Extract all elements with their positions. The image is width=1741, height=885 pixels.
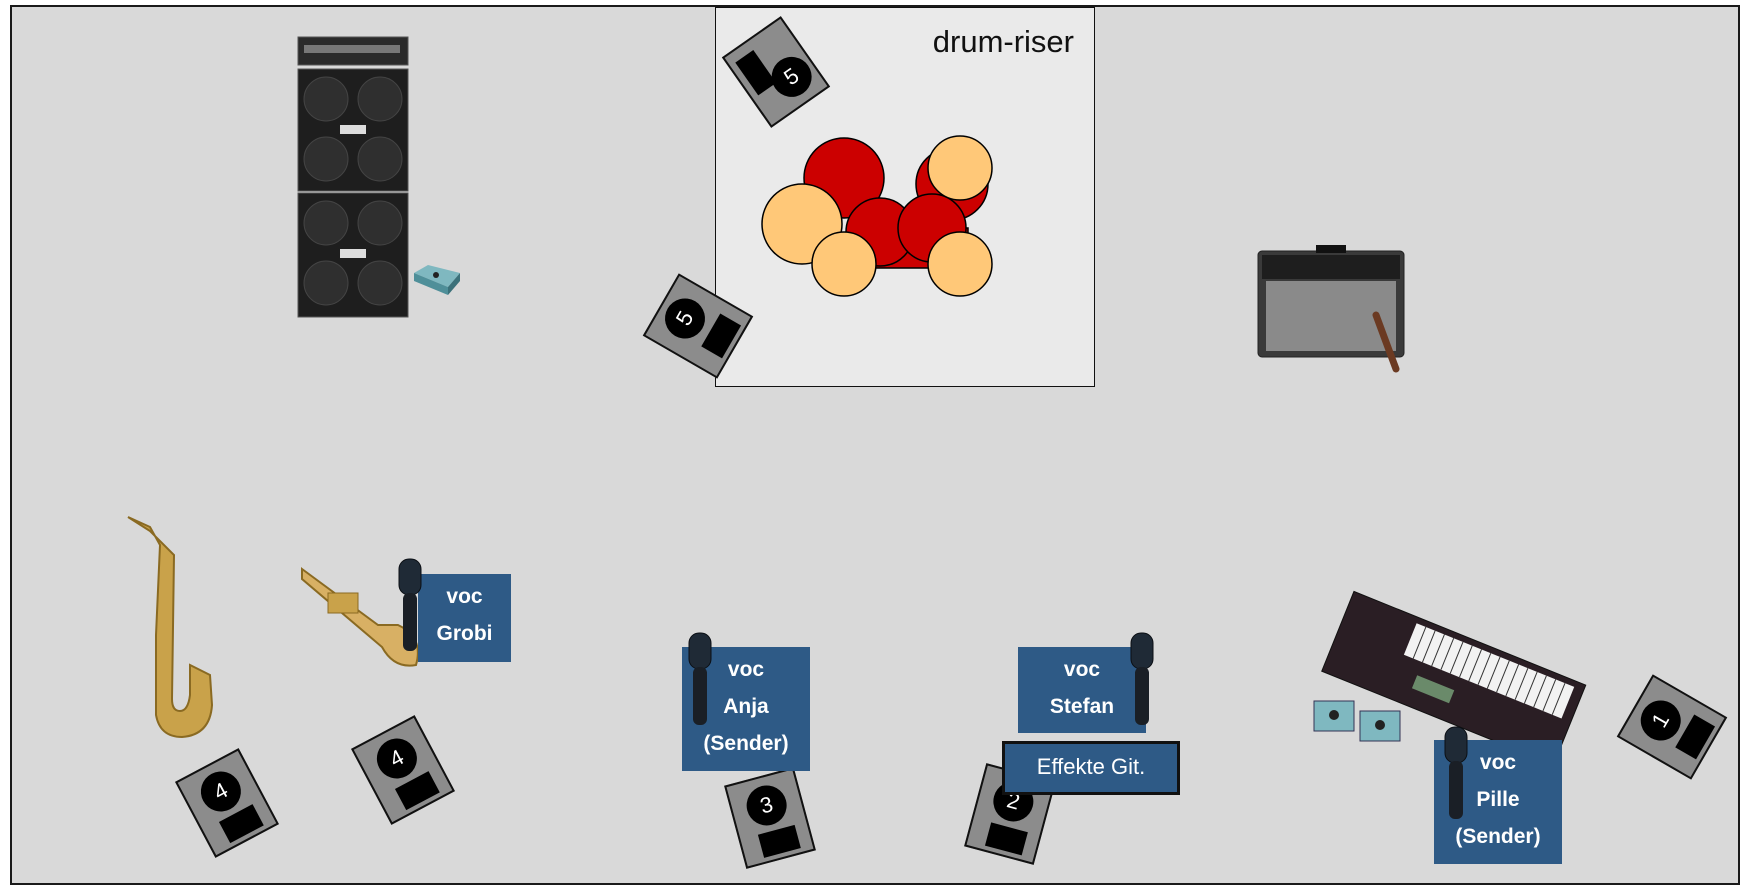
microphone-icon bbox=[1130, 632, 1154, 725]
di-box-icon bbox=[1359, 710, 1401, 742]
label-line: voc bbox=[1479, 751, 1517, 774]
vocal-label-grobi: voc Grobi bbox=[418, 574, 511, 662]
monitor-number: 5 bbox=[657, 291, 713, 346]
microphone-icon bbox=[688, 632, 712, 725]
di-box-icon bbox=[414, 265, 460, 295]
drum-riser-label: drum-riser bbox=[932, 24, 1074, 59]
label-line: (Sender) bbox=[1455, 825, 1541, 848]
vocal-label-stefan: voc Stefan bbox=[1018, 647, 1146, 733]
microphone-icon bbox=[1372, 311, 1400, 373]
label-line: Stefan bbox=[1049, 695, 1115, 718]
monitor-speaker bbox=[984, 822, 1028, 856]
label-line: Anja bbox=[723, 695, 769, 718]
label-line: Grobi bbox=[436, 622, 493, 645]
drum-kit-icon bbox=[761, 135, 993, 297]
label-line: Pille bbox=[1476, 788, 1520, 811]
stage-plot: drum-riser 5 5 1 4 4 bbox=[10, 5, 1740, 885]
label-line: voc bbox=[727, 658, 765, 681]
microphone-icon bbox=[398, 558, 422, 651]
label-line: (Sender) bbox=[703, 732, 789, 755]
monitor-number: 3 bbox=[742, 780, 792, 830]
saxophone-icon bbox=[127, 516, 214, 739]
di-box-icon bbox=[1313, 700, 1355, 732]
label-line: voc bbox=[446, 585, 483, 608]
monitor-wedge: 4 bbox=[175, 748, 279, 858]
monitor-speaker bbox=[1675, 714, 1716, 760]
monitor-speaker bbox=[757, 824, 801, 858]
drum-riser: drum-riser bbox=[715, 7, 1095, 387]
keyboard-icon bbox=[1321, 590, 1587, 766]
monitor-wedge: 1 bbox=[1616, 674, 1728, 780]
effects-guitar-label: Effekte Git. bbox=[1002, 741, 1180, 795]
monitor-wedge: 3 bbox=[724, 767, 816, 869]
microphone-icon bbox=[1444, 726, 1468, 819]
monitor-wedge: 4 bbox=[351, 715, 455, 825]
label-line: voc bbox=[1063, 658, 1101, 681]
bass-amp-stack-icon bbox=[297, 36, 409, 318]
